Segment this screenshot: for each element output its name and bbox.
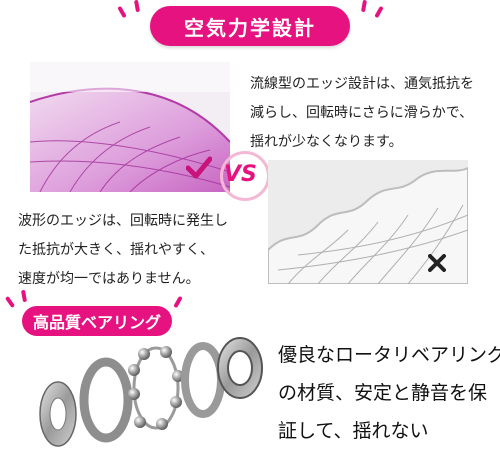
text-line: 流線型のエッジ設計は、通気抵抗を — [250, 76, 474, 92]
check-icon — [186, 156, 212, 179]
vs-label: VS — [224, 162, 257, 187]
decor-dash — [4, 295, 16, 309]
decor-dash — [117, 5, 127, 19]
bearing-title-banner: 高品質ベアリング — [22, 306, 172, 336]
wavy-description: 波形のエッジは、回転時に発生し た抵抗が大きく、揺れやすく、 速度が均一ではあり… — [18, 207, 228, 294]
text-line: 証して、揺れない — [278, 420, 429, 442]
section-title-banner: 空気力学設計 — [150, 6, 350, 46]
decor-dash — [133, 0, 141, 13]
text-line: 優良なロータリベアリング — [278, 344, 500, 366]
decor-dash — [360, 0, 368, 13]
cross-icon — [428, 254, 446, 272]
streamline-disc-image — [30, 62, 230, 192]
text-line: の材質、安定と静音を保 — [278, 382, 488, 404]
text-line: 波形のエッジは、回転時に発生し — [18, 213, 228, 229]
text-line: た抵抗が大きく、揺れやすく、 — [18, 242, 214, 258]
text-line: 速度が均一ではありません。 — [18, 271, 200, 287]
decor-dash — [173, 295, 183, 309]
streamline-description: 流線型のエッジ設計は、通気抵抗を 減らし、回転時にさらに滑らかで、 揺れが少なく… — [250, 70, 474, 157]
bearing-description: 優良なロータリベアリング の材質、安定と静音を保 証して、揺れない — [278, 336, 500, 450]
text-line: 減らし、回転時にさらに滑らかで、 — [250, 105, 474, 121]
bearing-exploded-image — [39, 337, 263, 447]
decor-dash — [374, 5, 384, 19]
text-line: 揺れが少なくなります。 — [250, 134, 403, 150]
